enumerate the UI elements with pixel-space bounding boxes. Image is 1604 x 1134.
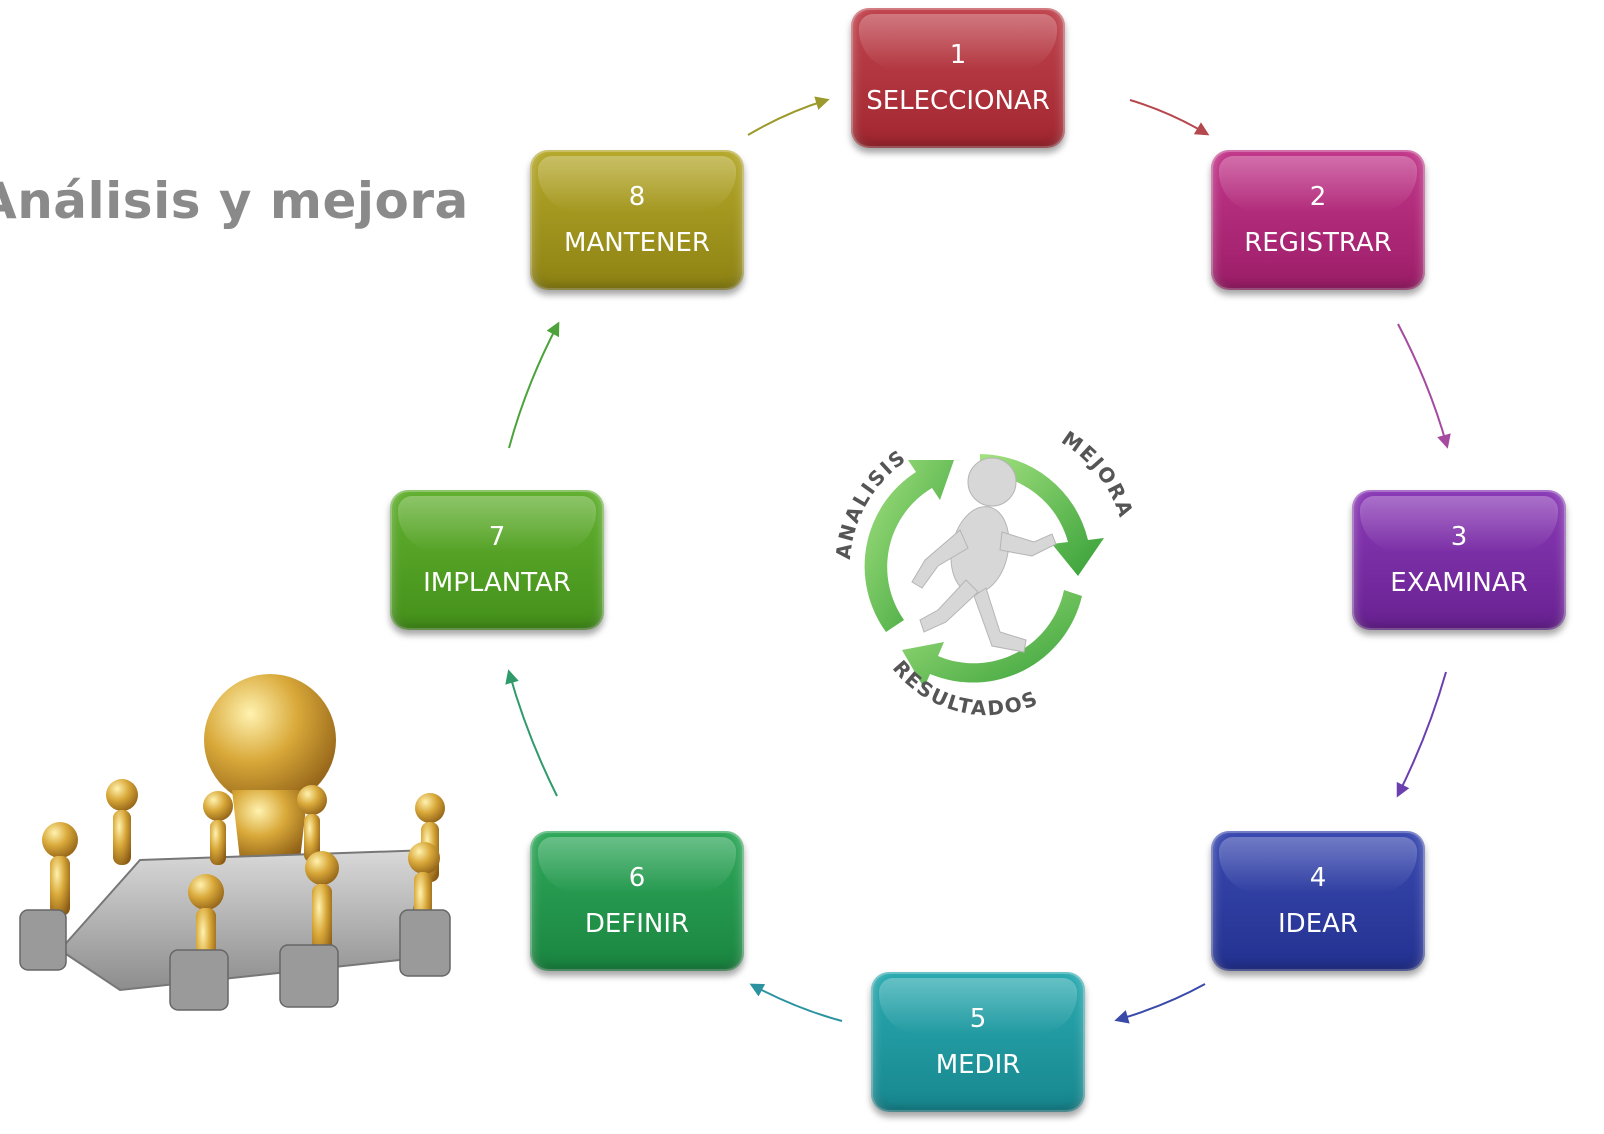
arrow-3-to-4 bbox=[1396, 671, 1447, 798]
step-label: MANTENER bbox=[564, 228, 710, 258]
step-number: 5 bbox=[969, 1004, 987, 1034]
step-number: 8 bbox=[628, 182, 646, 212]
step-8-mantener: 8 MANTENER bbox=[530, 150, 744, 290]
arrow-6-to-7 bbox=[505, 669, 558, 797]
step-label: SELECCIONAR bbox=[866, 86, 1050, 116]
step-number: 3 bbox=[1450, 522, 1468, 552]
step-number: 6 bbox=[628, 863, 646, 893]
step-label: REGISTRAR bbox=[1244, 228, 1392, 258]
step-number: 7 bbox=[488, 522, 506, 552]
step-label: MEDIR bbox=[935, 1050, 1021, 1080]
arrow-8-to-1 bbox=[747, 96, 830, 136]
step-label: DEFINIR bbox=[584, 909, 690, 939]
arrow-4-to-5 bbox=[1114, 983, 1206, 1024]
step-2-registrar: 2 REGISTRAR bbox=[1211, 150, 1425, 290]
step-6-definir: 6 DEFINIR bbox=[530, 831, 744, 971]
analysis-cycle-logo: ANALISIS MEJORA RESULTADOS bbox=[831, 426, 1137, 720]
step-3-examinar: 3 EXAMINAR bbox=[1352, 490, 1566, 630]
running-figure-icon bbox=[911, 457, 1057, 653]
meeting-lightbulb-icon bbox=[19, 674, 451, 1011]
step-label: IDEAR bbox=[1278, 909, 1358, 939]
chairs-icon bbox=[19, 909, 451, 1011]
arrow-2-to-3 bbox=[1397, 323, 1451, 449]
arrow-5-to-6 bbox=[749, 983, 843, 1022]
step-4-idear: 4 IDEAR bbox=[1211, 831, 1425, 971]
step-5-medir: 5 MEDIR bbox=[871, 972, 1085, 1112]
step-label: IMPLANTAR bbox=[423, 568, 571, 598]
step-number: 2 bbox=[1309, 182, 1327, 212]
conference-table-icon bbox=[58, 848, 432, 992]
step-label: EXAMINAR bbox=[1390, 568, 1528, 598]
step-number: 1 bbox=[949, 40, 967, 70]
recycle-arrows-icon bbox=[864, 454, 1104, 688]
step-number: 4 bbox=[1309, 863, 1327, 893]
arrow-7-to-8 bbox=[508, 321, 560, 449]
step-1-seleccionar: 1 SELECCIONAR bbox=[851, 8, 1065, 148]
step-7-implantar: 7 IMPLANTAR bbox=[390, 490, 604, 630]
arrow-1-to-2 bbox=[1129, 99, 1210, 136]
page-title: Análisis y mejora bbox=[0, 172, 469, 230]
